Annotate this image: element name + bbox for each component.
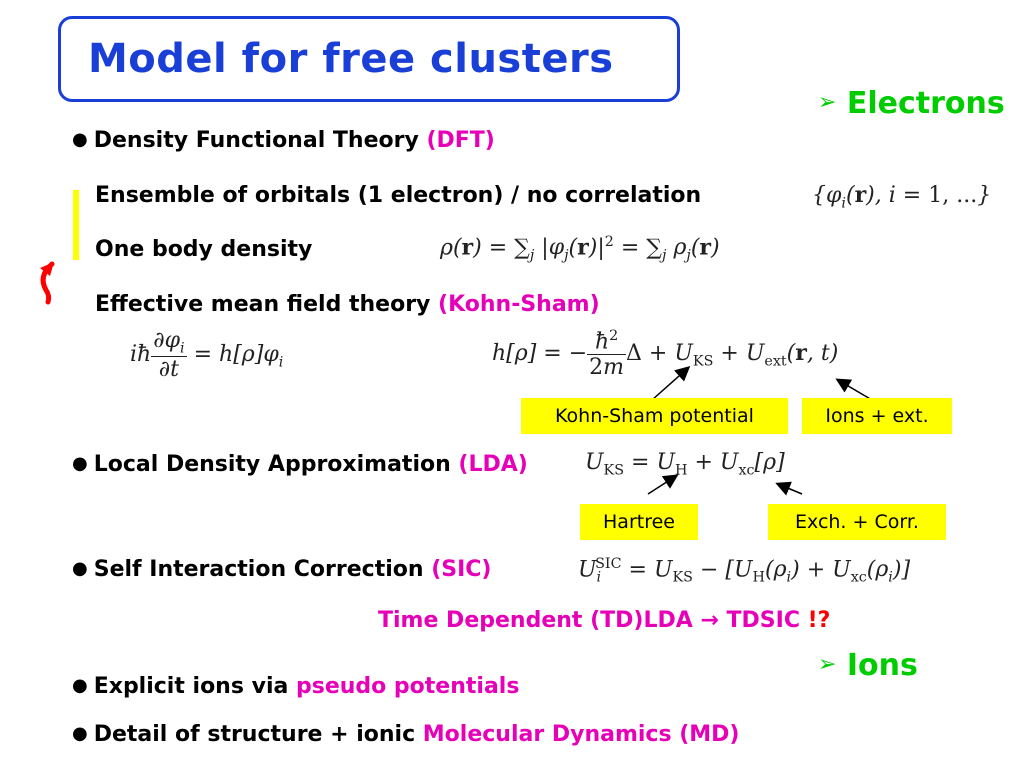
lda-line: ●Local Density Approximation (LDA) [72, 452, 528, 477]
curved-arrow-icon [40, 261, 55, 305]
one-body-line: One body density [95, 237, 313, 262]
td-equation: iħ∂φi∂t = h[ρ]φi [130, 328, 284, 383]
td-line: Time Dependent (TD)LDA → TDSIC !? [378, 608, 830, 633]
arrow-bullet-icon: ➢ [818, 90, 837, 115]
right-arrow-icon: → [700, 608, 719, 633]
dft-text: Density Functional Theory [93, 128, 427, 153]
ions-heading: ➢ Ions [818, 648, 918, 683]
md-line: ●Detail of structure + ionic Molecular D… [72, 722, 739, 747]
lda-text: Local Density Approximation [93, 452, 459, 477]
md-text: Detail of structure + ionic [93, 722, 423, 747]
explicit-ions-line: ●Explicit ions via pseudo potentials [72, 674, 519, 699]
ensemble-line: Ensemble of orbitals (1 electron) / no c… [95, 183, 702, 208]
tdsic-text: TDSIC [718, 608, 808, 633]
bullet-icon: ● [72, 129, 88, 150]
lda-acronym: (LDA) [458, 452, 528, 477]
sic-acronym: (SIC) [431, 557, 492, 582]
td-mark: !? [807, 608, 831, 633]
pseudo-potentials-text: pseudo potentials [295, 674, 520, 699]
kohn-sham-acronym: (Kohn-Sham) [438, 292, 600, 317]
title-frame [58, 16, 680, 102]
sic-line: ●Self Interaction Correction (SIC) [72, 557, 491, 582]
uks-formula: UKS = UH + Uxc[ρ] [585, 450, 785, 479]
electrons-heading: ➢ Electrons [818, 86, 1005, 121]
density-formula: ρ(r) = ∑j |φj(r)|2 = ∑j ρj(r) [440, 234, 720, 264]
kohn-sham-label: Kohn-Sham potential [521, 398, 788, 434]
hartree-label: Hartree [580, 504, 698, 540]
effective-line: Effective mean field theory (Kohn-Sham) [95, 292, 600, 317]
dft-acronym: (DFT) [426, 128, 495, 153]
electrons-label: Electrons [846, 86, 1005, 121]
ions-ext-label: Ions + ext. [802, 398, 952, 434]
exch-corr-label: Exch. + Corr. [768, 504, 946, 540]
orbitals-formula: {φi(r), i = 1, ...} [812, 182, 992, 212]
sic-text: Self Interaction Correction [93, 557, 432, 582]
yellow-bracket-bar [73, 190, 79, 260]
md-highlight: Molecular Dynamics (MD) [422, 722, 740, 747]
slide-title: Model for free clusters [88, 36, 614, 82]
ions-text: Explicit ions via [93, 674, 296, 699]
arrow-bullet-icon: ➢ [818, 652, 837, 677]
bullet-icon: ● [72, 453, 88, 474]
effective-text: Effective mean field theory [95, 292, 439, 317]
ions-label: Ions [846, 648, 918, 683]
bullet-icon: ● [72, 558, 88, 579]
sic-formula: UiSIC = UKS − [UH(ρi) + Uxc(ρi)] [578, 556, 911, 586]
dft-line: ●Density Functional Theory (DFT) [72, 128, 495, 153]
bullet-icon: ● [72, 723, 88, 744]
bullet-icon: ● [72, 675, 88, 696]
td-text: Time Dependent (TD)LDA [378, 608, 701, 633]
